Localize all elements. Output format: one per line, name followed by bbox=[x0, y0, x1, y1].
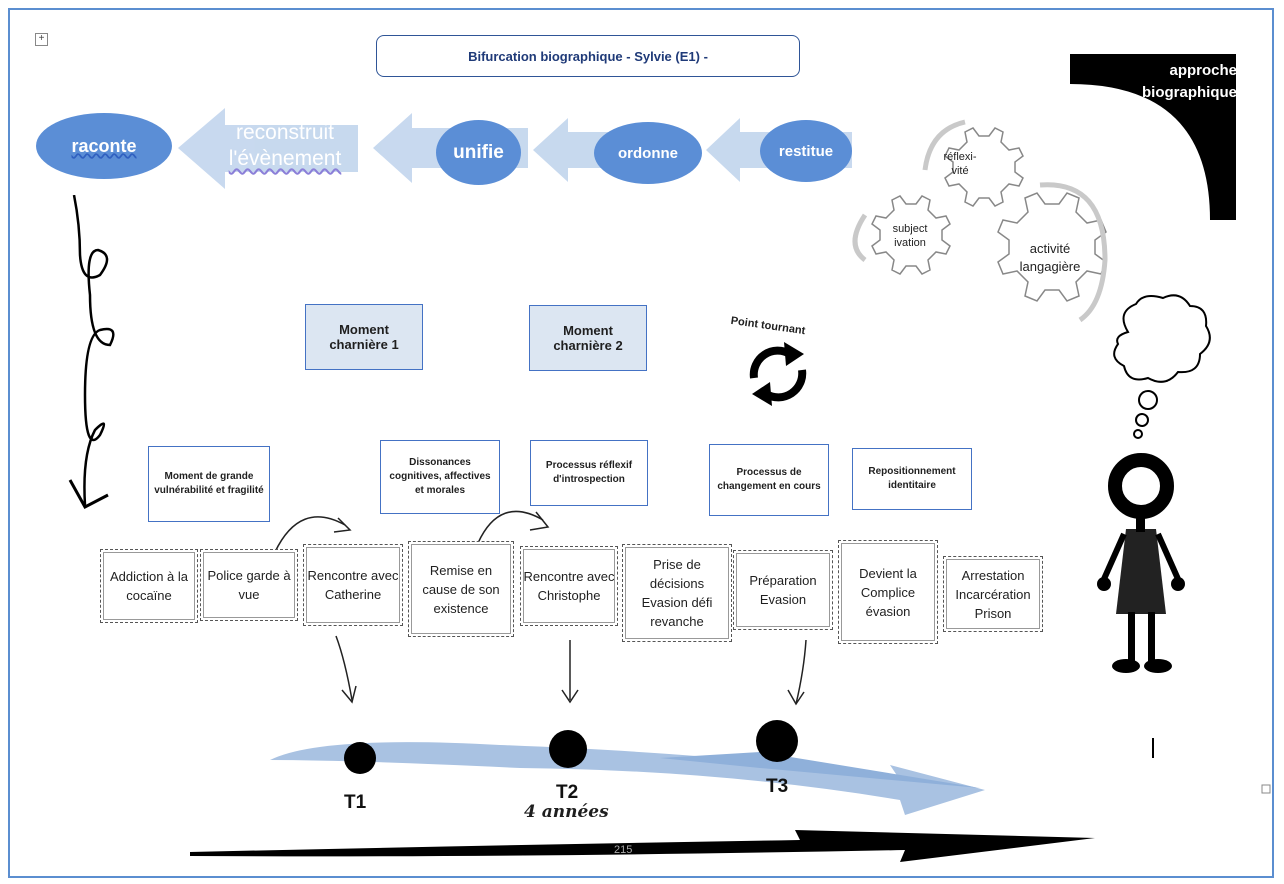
event-rencontre-catherine: Rencontre avec Catherine bbox=[303, 544, 403, 626]
unifie-ellipse: unifie bbox=[436, 120, 521, 185]
note-repositionnement: Repositionnement identitaire bbox=[852, 448, 972, 510]
event-arrestation: Arrestation Incarcération Prison bbox=[943, 556, 1043, 632]
event-rencontre-christophe: Rencontre avec Christophe bbox=[520, 546, 618, 626]
timeline-t1-label: T1 bbox=[344, 792, 367, 813]
reconstruit-label: reconstruit l'évènement bbox=[228, 121, 342, 170]
move-handle-icon[interactable]: + bbox=[35, 33, 48, 46]
timeline-t3-label: T3 bbox=[766, 776, 789, 797]
corner-shape bbox=[1070, 54, 1236, 220]
event-preparation: Préparation Evasion bbox=[733, 550, 833, 630]
timeline-t2-label: T2 bbox=[556, 782, 579, 803]
gear-reflexivite-label: réflexi-vité bbox=[943, 151, 977, 177]
thought-bubble bbox=[1113, 294, 1211, 439]
event-police: Police garde à vue bbox=[200, 549, 298, 621]
page-frame bbox=[8, 8, 1274, 878]
cycle-icon bbox=[749, 342, 807, 406]
note-changement: Processus de changement en cours bbox=[709, 444, 829, 516]
duration-label: 4 années bbox=[524, 802, 609, 822]
corner-label: approche biographique bbox=[1142, 62, 1237, 101]
diagram-title: Bifurcation biographique - Sylvie (E1) - bbox=[376, 35, 800, 77]
event-remise-en-cause: Remise en cause de son existence bbox=[408, 541, 514, 637]
loop-arrow bbox=[68, 195, 115, 510]
event-prise-decisions: Prise de décisions Evasion défi revanche bbox=[622, 544, 732, 642]
raconte-ellipse: raconte bbox=[36, 113, 172, 179]
stick-figure bbox=[1097, 453, 1185, 673]
gears-graphic bbox=[852, 119, 1108, 323]
note-vulnerabilite: Moment de grande vulnérabilité et fragil… bbox=[148, 446, 270, 522]
ordonne-ellipse: ordonne bbox=[594, 122, 702, 184]
note-processus-reflexif: Processus réflexif d'introspection bbox=[530, 440, 648, 506]
note-dissonances: Dissonances cognitives, affectives et mo… bbox=[380, 440, 500, 514]
page-number: 215 bbox=[614, 844, 633, 856]
restitue-ellipse: restitue bbox=[760, 120, 852, 182]
event-complice: Devient la Complice évasion bbox=[838, 540, 938, 644]
event-addiction: Addiction à la cocaïne bbox=[100, 549, 198, 623]
